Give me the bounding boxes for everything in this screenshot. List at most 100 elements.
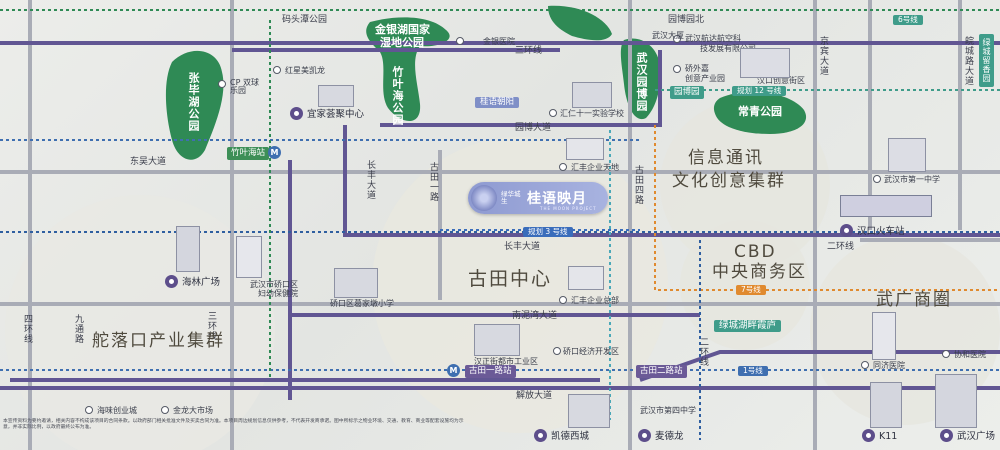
project-name: 桂语映月 [527, 191, 587, 207]
erhuan-h-label: 二环线 [827, 242, 855, 252]
maternal-label-1: 武汉市硚口区 [250, 280, 298, 289]
maternal-label-2: 妇幼保健院 [258, 289, 298, 298]
hanyang-middle-label: 武汉市第一中学 [884, 175, 940, 184]
wuhan-sci-label-2: 技发展有限公司 [700, 44, 756, 53]
line1-tag: 1号线 [738, 366, 768, 376]
yijia-label: 宜家荟聚中心 [307, 109, 365, 120]
dongwu-road-label: 东吴大道 [130, 157, 167, 167]
yijia-building [318, 85, 354, 107]
metro-icon: M [447, 364, 460, 377]
jiefang-road-label: 解放大道 [516, 391, 553, 401]
zhuye-station-label: 竹叶海站 [227, 147, 270, 160]
huiren-building [572, 82, 612, 108]
tuoluokou-label: 舵落口产业集群 [92, 331, 225, 351]
xinxi-district-label-1: 信息通讯 [688, 148, 764, 168]
xinxi-zone [660, 100, 830, 270]
zhangbi-park-shape [165, 50, 224, 160]
changqing-park-label: 常青公园 [738, 105, 782, 118]
ecology-label-1: 硚外嘉 [685, 64, 709, 73]
poi-dot-icon [861, 361, 869, 369]
poi-dot-icon [553, 347, 561, 355]
gutian-school-label: 硚口区葛家墩小学 [330, 299, 394, 308]
poi-dot-icon [873, 175, 881, 183]
jingkai-road-label: 京宾大道 [818, 36, 828, 76]
north-park-shape [548, 5, 612, 41]
poi-dot-icon [456, 37, 464, 45]
huifeng-tiandi-label: 汇丰企业天地 [571, 163, 619, 172]
poi-dot-icon [273, 66, 281, 74]
gaoxiong-road-label: 皖城路大道 [963, 36, 973, 86]
huifeng-building [566, 138, 604, 160]
poi-pin-icon [534, 429, 547, 442]
poi-dot-icon [559, 163, 567, 171]
k11-label: K11 [879, 431, 898, 442]
tuoluokou-zone [5, 195, 275, 450]
huiren-label: 汇仁十一实验学校 [560, 109, 624, 118]
sanhuan-top-label: 三环线 [515, 46, 543, 56]
jinyin-park-label-2: 湿地公园 [380, 36, 424, 49]
yuanbo-station-label: 园博园 [670, 86, 704, 99]
jinlong-label: 金龙大市场 [173, 406, 213, 415]
line7-tag: 7号线 [736, 285, 766, 295]
poi-pin-icon [638, 429, 651, 442]
project-logo-icon [471, 185, 497, 211]
sanhuan-left-label: 三环线 [206, 311, 216, 341]
zhuye-park-label: 竹叶海公园 [391, 66, 404, 126]
lvcheng-park-label: 绿城留香园 [979, 34, 994, 87]
jiuwei-road-label: 九通路 [73, 314, 83, 344]
hanzheng-building [474, 324, 520, 356]
mcdonald-label: 麦德龙 [655, 431, 684, 442]
poi-dot-icon [549, 109, 557, 117]
lvcheng-hupan-label: 绿城湖畔霞庐 [714, 320, 782, 332]
wuhan-ent-label: 武汉大厦 [652, 31, 684, 40]
kaide-building [568, 394, 610, 428]
xiehe-label: 协和医院 [954, 350, 986, 359]
project-brand: 绿华城生 [501, 189, 521, 205]
station-building [840, 195, 932, 217]
line3-tag: 规划 3 号线 [523, 227, 573, 237]
wuhan-expo-label: 武汉园博园 [635, 52, 648, 112]
guiyu-ref-label: 桂语朝阳 [475, 97, 520, 108]
hanzheng-label: 汉正街都市工业区 [474, 357, 538, 366]
school2-building [334, 268, 378, 298]
changfeng-road-label: 长丰大道 [365, 160, 375, 200]
poi-dot-icon [85, 406, 93, 414]
haiyan-building [176, 226, 200, 272]
cbd-sub-label: 中央商务区 [712, 262, 807, 282]
tongji-label: 同济医院 [873, 361, 905, 370]
project-english: THE MOON PROJECT [540, 206, 597, 211]
gutian-4th-road-label: 古田四路 [633, 165, 643, 205]
project-badge[interactable]: 绿华城生 桂语映月 THE MOON PROJECT [468, 182, 608, 214]
k11-building [870, 382, 902, 428]
tongji-building [872, 312, 896, 360]
poi-dot-icon [673, 65, 681, 73]
poi-dot-icon [161, 406, 169, 414]
poi-dot-icon [942, 350, 950, 358]
hongxing-label: 红星美凯龙 [285, 66, 325, 75]
e-park-building [740, 48, 790, 78]
ecology-label-2: 创意产业园 [685, 74, 725, 83]
hospital-building [236, 236, 262, 278]
cbd-title-label: CBD [734, 242, 777, 262]
metro-icon: M [268, 146, 281, 159]
poi-pin-icon [940, 429, 953, 442]
haiyan-label: 海林广场 [182, 277, 221, 288]
line6-tag: 6号线 [893, 15, 923, 25]
yuanbo-north-station-label: 园博园北 [668, 15, 705, 25]
erhuan-right-label: 二环线 [698, 337, 708, 367]
poi-dot-icon [559, 296, 567, 304]
econ-zone-label: 硚口经济开发区 [563, 347, 619, 356]
disclaimer-text: 本宣传资料为要约邀请，相关内容不构成该项目的合同条款。以政府部门相关批准文件及买… [3, 419, 464, 430]
wuhan-plaza-label: 武汉广场 [957, 431, 996, 442]
wuguang-label: 武广商圈 [876, 290, 952, 310]
wuhan-plaza-building [935, 374, 977, 428]
gutian-1st-road-label: 古田一路 [428, 162, 438, 202]
poi-pin-icon [165, 275, 178, 288]
line12-tag: 规划 12 号线 [732, 86, 787, 96]
zhangbi-park-label: 张毕湖公园 [187, 72, 200, 132]
gutian-center-label: 古田中心 [468, 268, 553, 290]
poi-pin-icon [862, 429, 875, 442]
hq-building [568, 266, 604, 290]
poi-pin-icon [840, 224, 853, 237]
